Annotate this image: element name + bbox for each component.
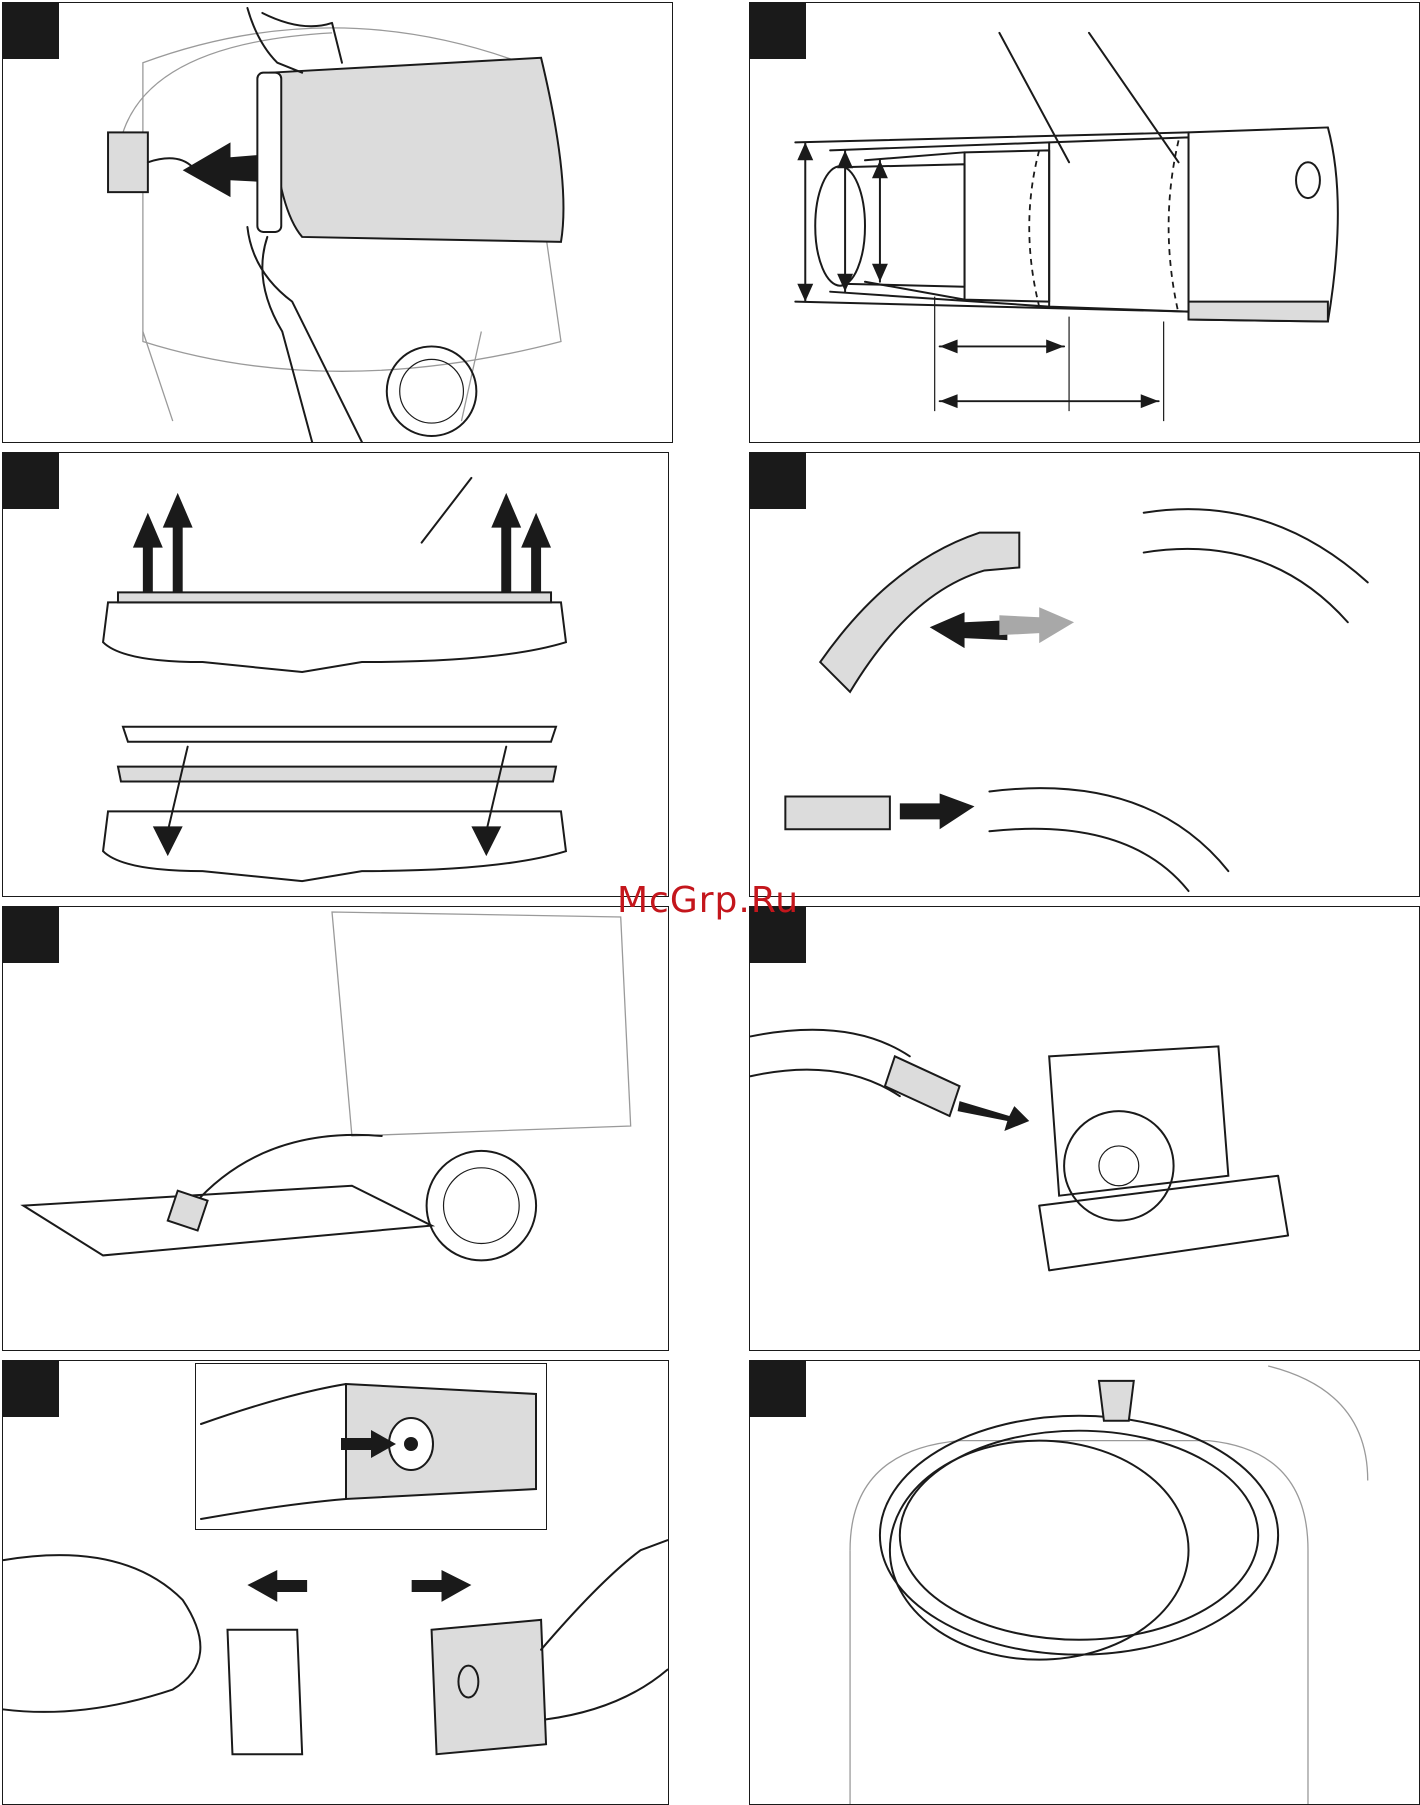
floor-nozzle-illustration (3, 453, 668, 896)
hose-handle-illustration (750, 453, 1419, 896)
grate-cleaning-illustration (3, 907, 668, 1350)
panel-6-power-tool (749, 906, 1420, 1351)
adapter-dimensions-illustration (750, 3, 1419, 442)
filter-bag-illustration (3, 3, 672, 442)
panel-1-filter-bag (2, 2, 673, 443)
panel-2-adapter-dimensions (749, 2, 1420, 443)
watermark-text: McGrp.Ru (617, 880, 799, 921)
panel-5-grate-cleaning (2, 906, 669, 1351)
power-tool-illustration (750, 907, 1419, 1350)
panel-4-hose-handle (749, 452, 1420, 897)
panel-3-floor-nozzle (2, 452, 669, 897)
panel-8-hose-storage (749, 1360, 1420, 1805)
hose-storage-illustration (750, 1361, 1419, 1804)
hose-sleeve-illustration (3, 1361, 668, 1804)
panel-7-hose-sleeve (2, 1360, 669, 1805)
